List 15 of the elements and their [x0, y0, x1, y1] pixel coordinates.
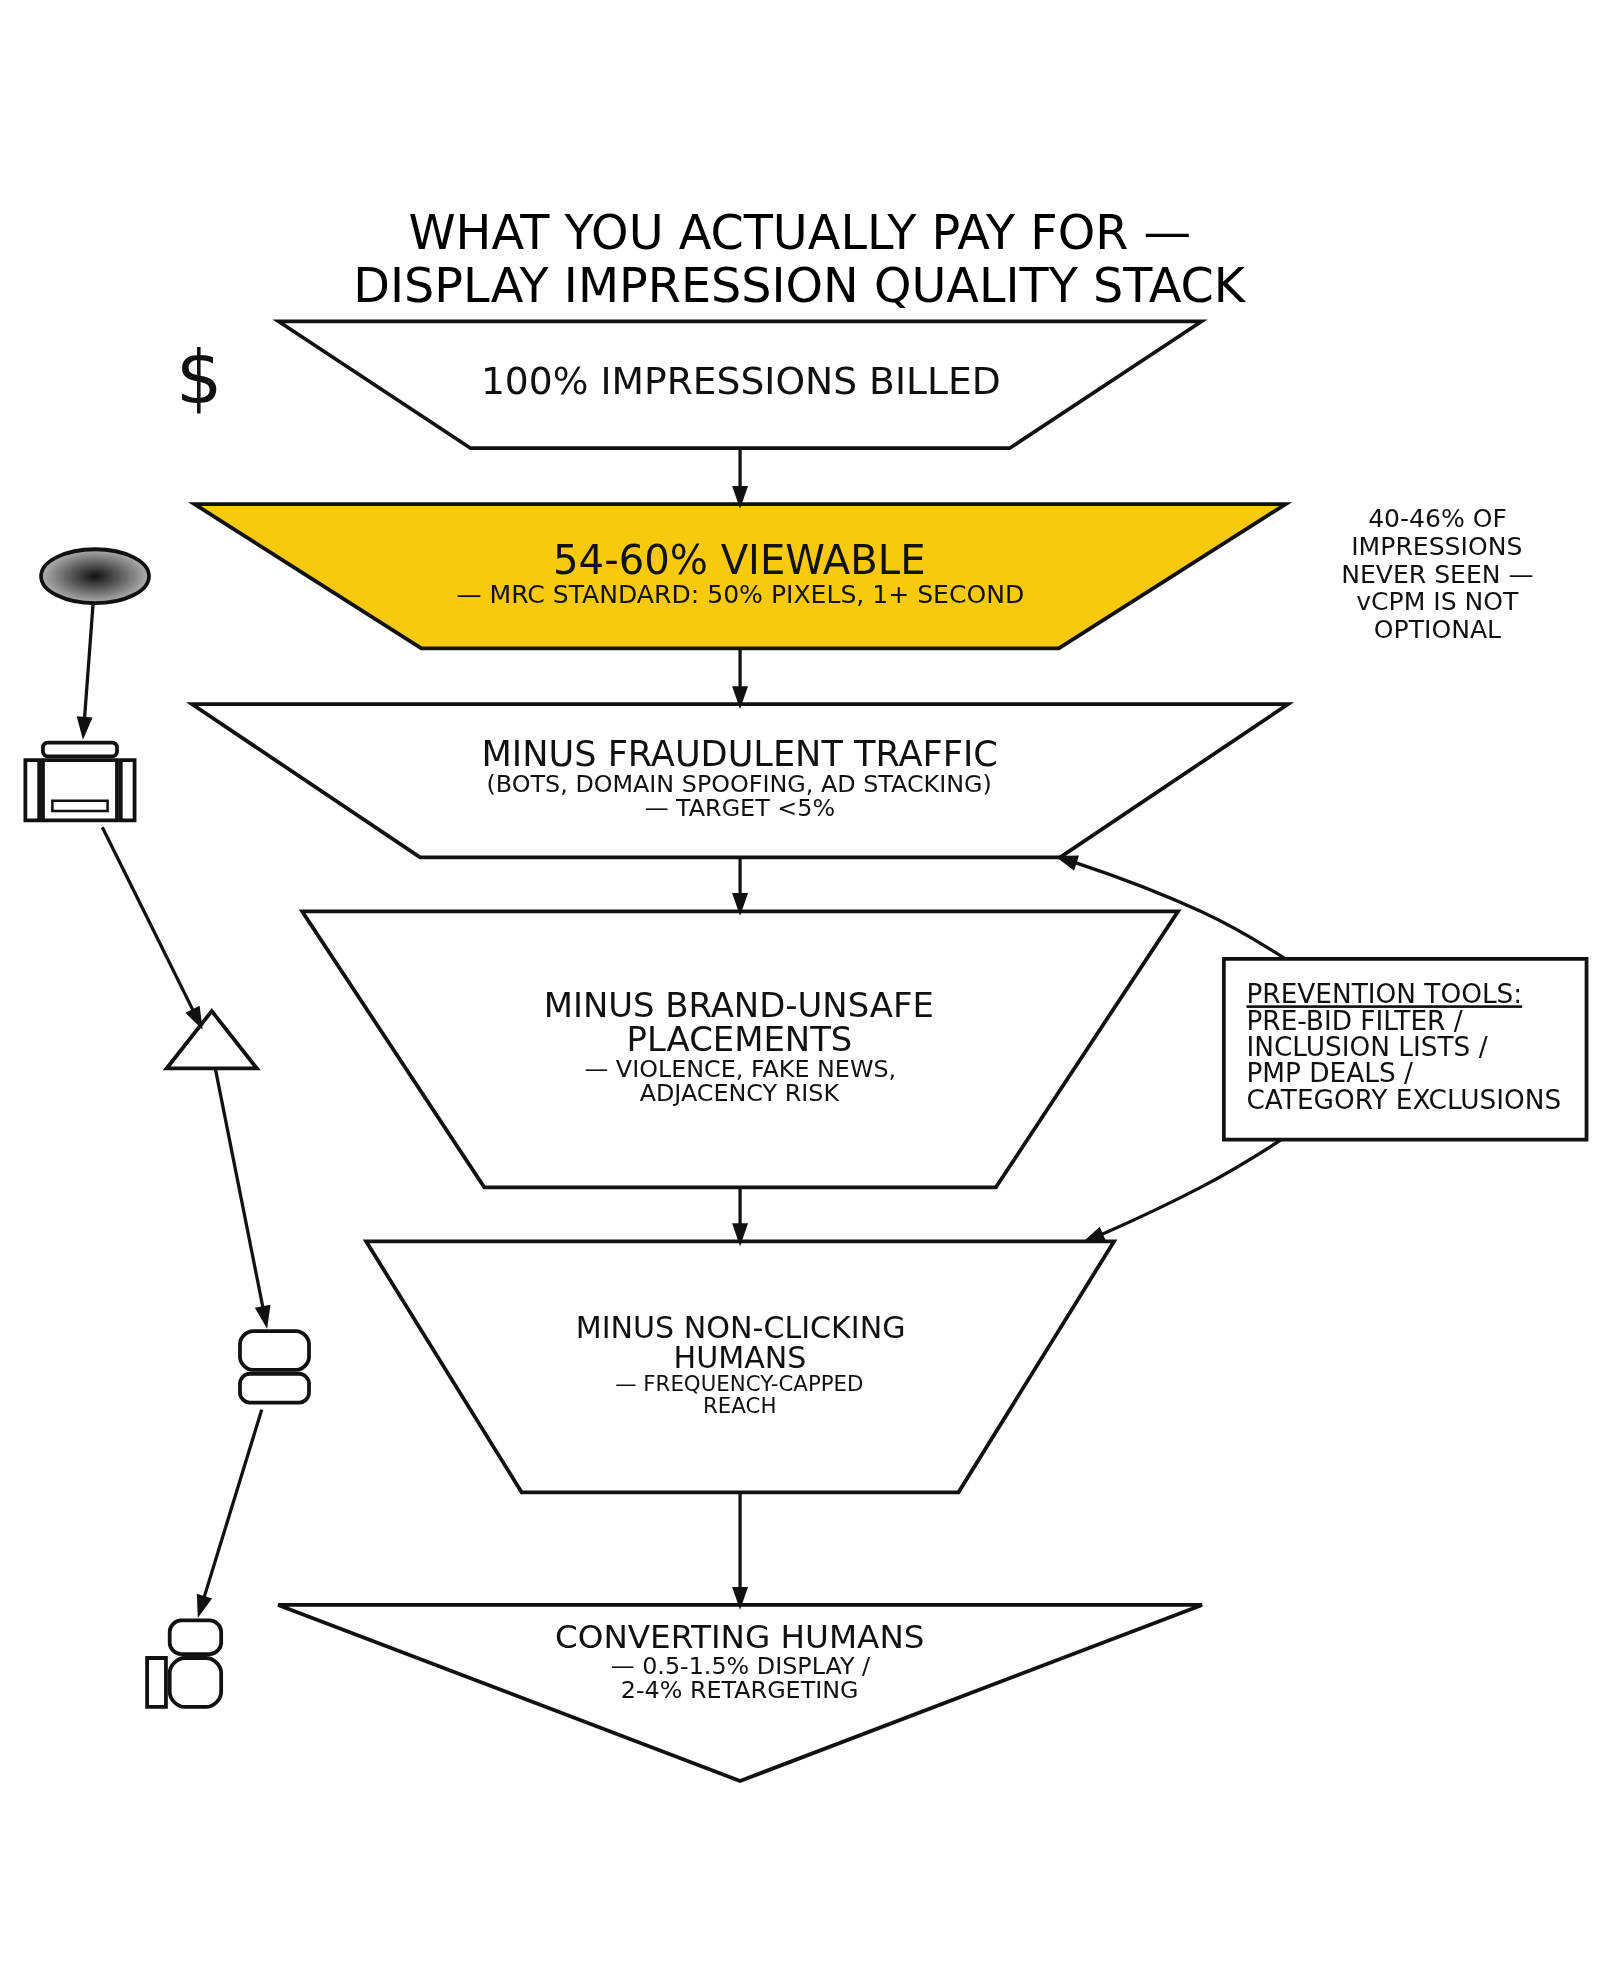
arrow: [196, 1408, 264, 1618]
node-eye: [39, 546, 151, 605]
arrow: [213, 1068, 271, 1329]
arrow: [100, 825, 203, 1030]
arrow: [732, 857, 749, 916]
node-box: PREVENTION TOOLS: PRE-BID FILTER / INCLUSION LISTS / PMP DEALS / CATEGORY EXCLUSIONS: [1221, 956, 1589, 1142]
node-label: $: [175, 334, 223, 420]
arrow: [732, 648, 749, 709]
diagram-title: WHAT YOU ACTUALLY PAY FOR — DISPLAY IMPRESSION QUALITY STACK: [353, 204, 1245, 313]
arrow: [732, 1492, 749, 1610]
arrow: [732, 448, 749, 509]
node-label: 40-46% OF IMPRESSIONS NEVER SEEN — vCPM IS NOT OPTIONAL: [1341, 503, 1534, 644]
arrow: [1054, 854, 1286, 960]
arrow: [732, 1187, 749, 1246]
arrow: [76, 602, 95, 740]
